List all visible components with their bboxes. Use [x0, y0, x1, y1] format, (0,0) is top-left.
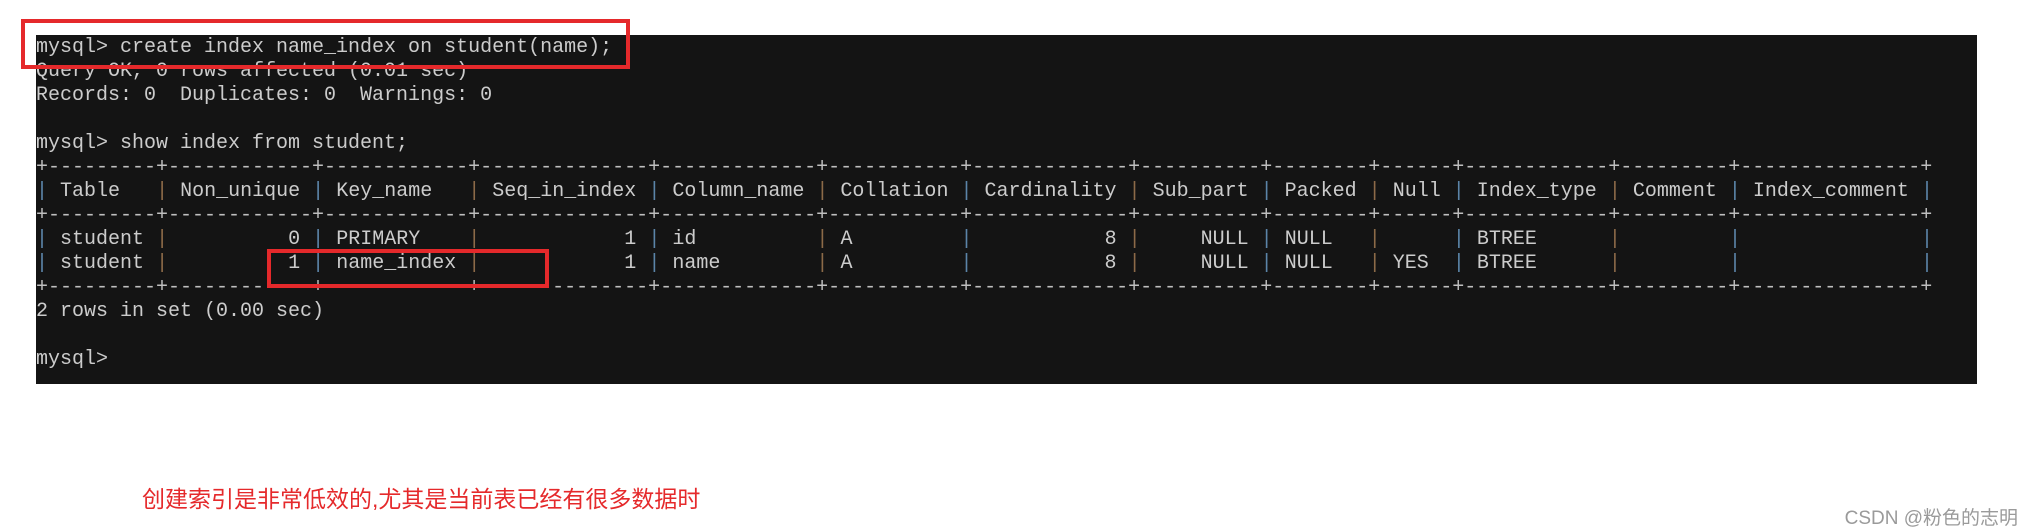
table-cell: NULL [1200, 228, 1249, 251]
column-separator: | [1368, 252, 1381, 275]
table-cell: YES [1392, 252, 1429, 275]
column-separator: | [1260, 228, 1273, 251]
column-header: Comment [1632, 180, 1717, 203]
column-separator: | [960, 180, 973, 203]
terminal-line: mysql> [36, 348, 121, 371]
terminal-line: mysql> create index name_index on studen… [36, 36, 613, 59]
column-separator: | [816, 180, 829, 203]
table-row: | student | 0 | PRIMARY | 1 | id | A | 8… [36, 228, 1933, 252]
column-header: Non_unique [180, 180, 301, 203]
annotation-note: 创建索引是非常低效的,尤其是当前表已经有很多数据时 [142, 486, 701, 512]
column-separator: | [1608, 180, 1621, 203]
table-border: +---------+------------+------------+---… [36, 276, 1933, 299]
column-separator: | [648, 228, 661, 251]
column-separator: | [648, 252, 661, 275]
column-header: Null [1392, 180, 1441, 203]
table-row: | student | 1 | name_index | 1 | name | … [36, 252, 1933, 276]
column-separator: | [1608, 252, 1621, 275]
column-separator: | [1128, 180, 1141, 203]
table-cell: BTREE [1476, 252, 1537, 275]
column-separator: | [1452, 228, 1465, 251]
column-separator: | [468, 228, 481, 251]
column-separator: | [1921, 228, 1934, 251]
terminal-line [36, 108, 1933, 132]
column-separator: | [468, 252, 481, 275]
column-header: Table [60, 180, 121, 203]
column-separator: | [312, 180, 325, 203]
column-separator: | [1728, 180, 1741, 203]
table-cell: BTREE [1476, 228, 1537, 251]
column-separator: | [156, 180, 169, 203]
table-cell: NULL [1284, 228, 1333, 251]
table-cell: 8 [1104, 252, 1117, 275]
table-cell: PRIMARY [336, 228, 421, 251]
column-separator: | [960, 228, 973, 251]
table-cell: name [672, 252, 721, 275]
column-header: Seq_in_index [492, 180, 637, 203]
column-separator: | [36, 180, 49, 203]
column-separator: | [1608, 228, 1621, 251]
terminal-line: mysql> show index from student; [36, 132, 409, 155]
table-cell: name_index [336, 252, 457, 275]
column-header: Key_name [336, 180, 433, 203]
column-separator: | [1452, 180, 1465, 203]
column-separator: | [648, 180, 661, 203]
table-cell: A [840, 252, 853, 275]
column-separator: | [1921, 252, 1934, 275]
column-separator: | [36, 252, 49, 275]
table-cell: 8 [1104, 228, 1117, 251]
column-separator: | [816, 252, 829, 275]
terminal-line [36, 324, 1933, 348]
table-border: +---------+------------+------------+---… [36, 204, 1933, 227]
terminal-line: Records: 0 Duplicates: 0 Warnings: 0 [36, 84, 493, 107]
table-cell: student [60, 252, 145, 275]
terminal-window[interactable]: mysql> create index name_index on studen… [36, 35, 1977, 384]
table-cell: NULL [1200, 252, 1249, 275]
column-separator: | [156, 252, 169, 275]
table-cell: 1 [288, 252, 301, 275]
column-separator: | [1728, 252, 1741, 275]
column-header: Column_name [672, 180, 805, 203]
column-separator: | [1728, 228, 1741, 251]
watermark: CSDN @粉色的志明 [1844, 508, 2018, 529]
table-border: +---------+------------+------------+---… [36, 156, 1933, 179]
table-cell: 1 [624, 228, 637, 251]
table-cell: 1 [624, 252, 637, 275]
column-separator: | [960, 252, 973, 275]
column-header: Index_type [1476, 180, 1597, 203]
column-separator: | [1260, 180, 1273, 203]
column-header: Sub_part [1152, 180, 1249, 203]
column-header: Packed [1284, 180, 1357, 203]
column-separator: | [1452, 252, 1465, 275]
column-separator: | [36, 228, 49, 251]
highlight-name-index-row [267, 249, 549, 288]
table-cell: NULL [1284, 252, 1333, 275]
column-separator: | [1260, 252, 1273, 275]
terminal-output: mysql> create index name_index on studen… [36, 36, 1933, 372]
column-separator: | [468, 180, 481, 203]
column-header: Cardinality [984, 180, 1117, 203]
highlight-create-command [21, 19, 630, 69]
table-cell: id [672, 228, 697, 251]
column-separator: | [1920, 180, 1933, 203]
table-cell: A [840, 228, 853, 251]
column-separator: | [156, 228, 169, 251]
column-separator: | [312, 252, 325, 275]
column-separator: | [1368, 180, 1381, 203]
column-separator: | [816, 228, 829, 251]
table-header: | Table | Non_unique | Key_name | Seq_in… [36, 180, 1933, 204]
terminal-line: 2 rows in set (0.00 sec) [36, 300, 325, 323]
column-separator: | [1128, 252, 1141, 275]
column-separator: | [1128, 228, 1141, 251]
table-cell: student [60, 228, 145, 251]
column-separator: | [312, 228, 325, 251]
column-separator: | [1368, 228, 1381, 251]
column-header: Collation [840, 180, 949, 203]
column-header: Index_comment [1752, 180, 1909, 203]
table-cell: 0 [288, 228, 301, 251]
